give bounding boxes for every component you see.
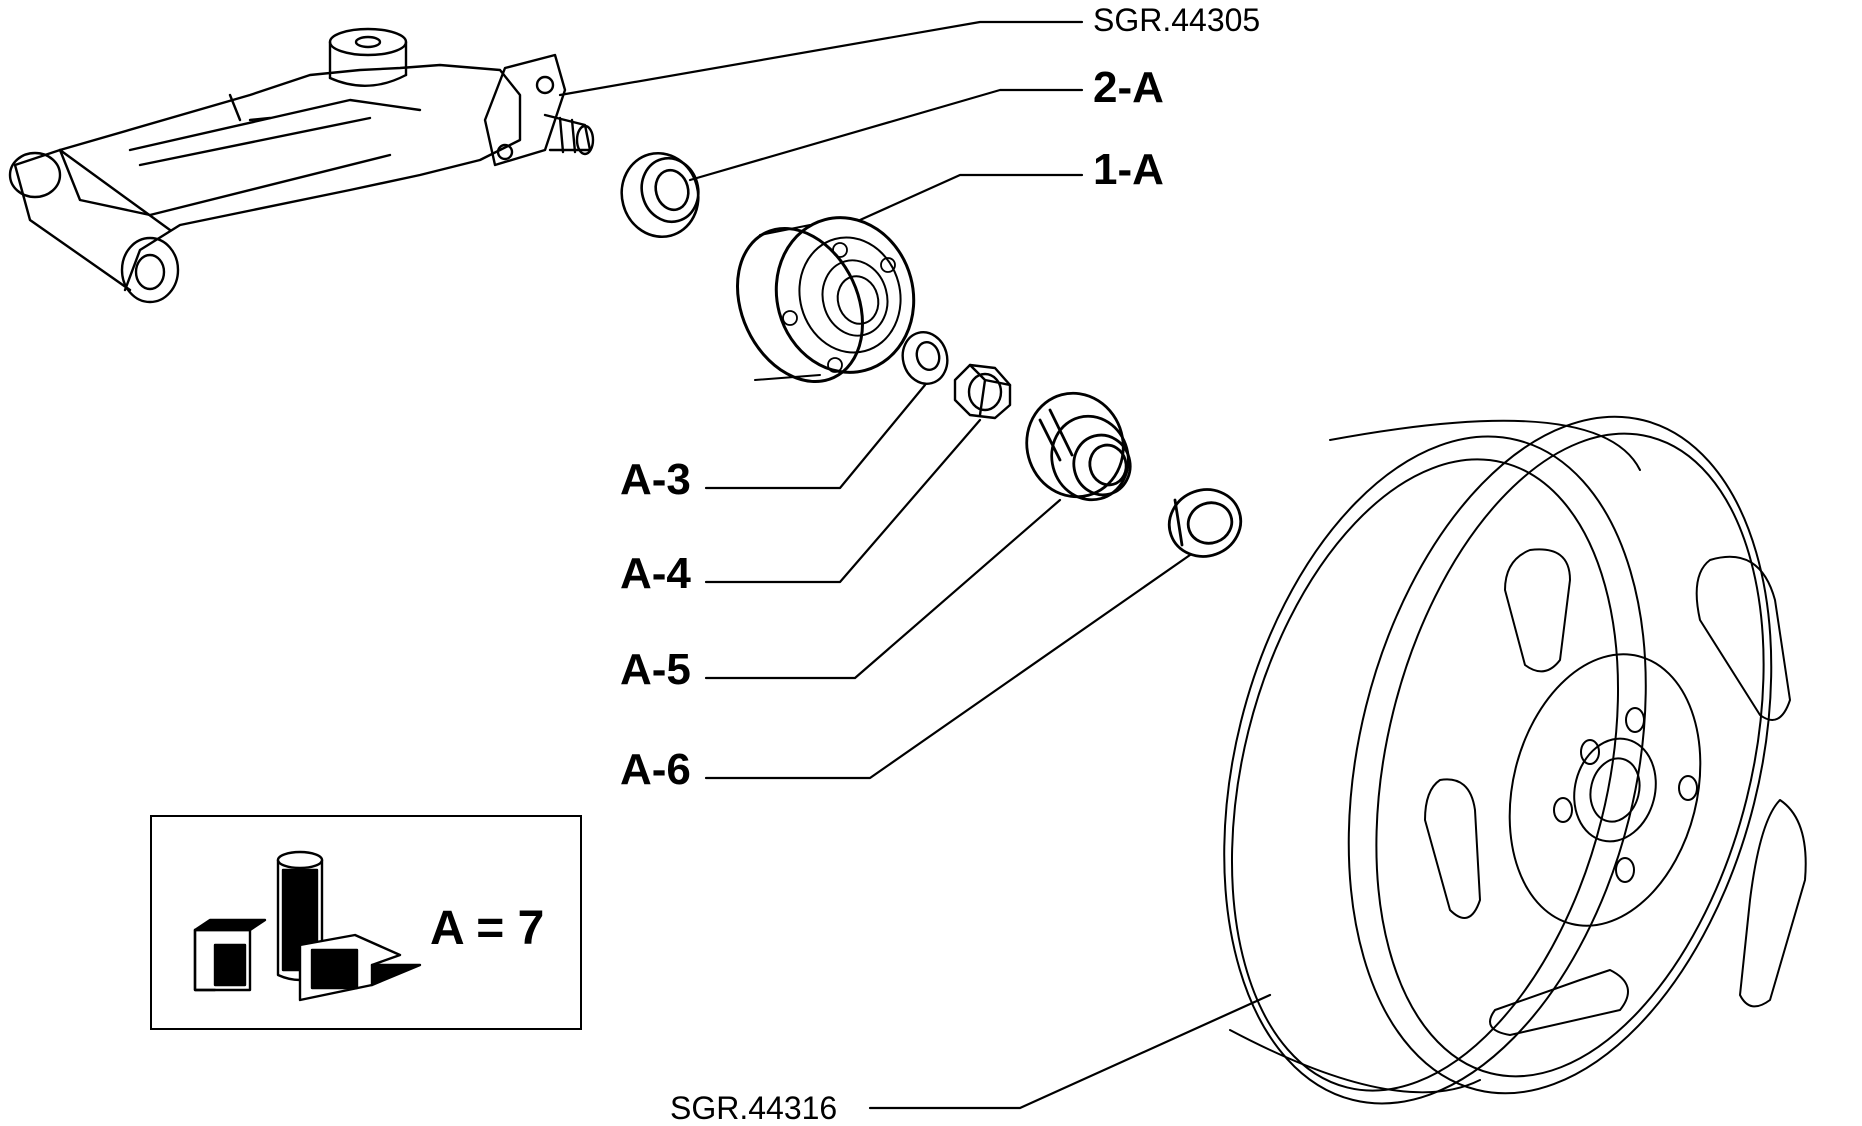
part-a5-cap	[1025, 391, 1132, 502]
leader-top	[558, 20, 1084, 97]
part-a6-seal	[1167, 488, 1243, 558]
part-1a-hub	[736, 216, 916, 384]
leader-lines	[558, 20, 1272, 1110]
leader-2a	[688, 88, 1084, 182]
part-a3-washer	[901, 331, 949, 385]
leader-a5	[704, 498, 1062, 680]
part-label-1a: 1-A	[1093, 145, 1164, 194]
part-a4-nut	[953, 363, 1012, 420]
part-label-a4: A-4	[620, 549, 691, 598]
legend-text: A = 7	[430, 902, 545, 955]
part-label-2a: 2-A	[1093, 63, 1164, 112]
part-2a-bearing	[620, 151, 700, 239]
leader-a3	[704, 383, 927, 490]
ref-label-bottom: SGR.44316	[670, 1090, 838, 1126]
part-label-a5: A-5	[620, 645, 691, 694]
leader-a6	[704, 553, 1192, 780]
trailing-arm	[8, 27, 595, 304]
part-label-a3: A-3	[620, 455, 691, 504]
part-label-a6: A-6	[620, 745, 691, 794]
ref-label-top: SGR.44305	[1093, 2, 1261, 38]
leader-a4	[704, 418, 982, 584]
legend-box	[150, 815, 582, 1030]
legend-icons	[193, 850, 422, 1002]
leader-1a	[858, 173, 1084, 222]
leader-bottom	[868, 993, 1272, 1110]
wheel-rim	[1223, 415, 1807, 1105]
